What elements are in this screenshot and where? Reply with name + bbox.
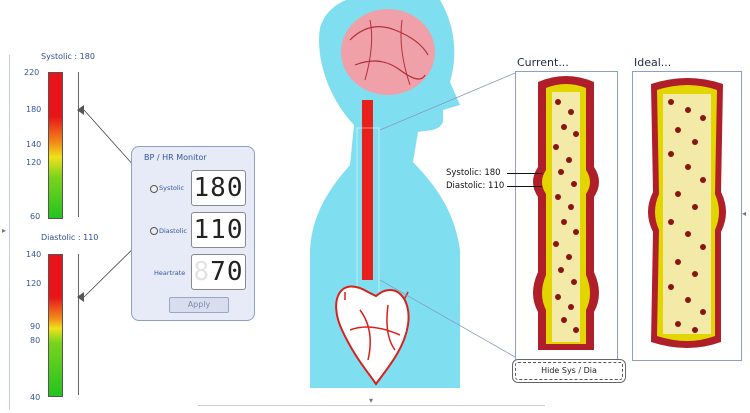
- current-artery-image: [516, 72, 617, 360]
- ideal-artery-panel: [632, 71, 742, 361]
- systolic-annotation: Systolic: 180: [446, 168, 501, 178]
- bottom-expand-arrow-icon[interactable]: ▾: [369, 396, 373, 405]
- current-artery-title: Current...: [517, 56, 569, 69]
- bottom-divider: [198, 405, 545, 406]
- current-artery-panel: [515, 71, 618, 361]
- systolic-marker-line: [507, 173, 542, 174]
- ideal-artery-image: [633, 72, 741, 360]
- ideal-artery-title: Ideal...: [634, 56, 671, 69]
- hide-sys-dia-button[interactable]: Hide Sys / Dia: [515, 362, 623, 380]
- right-expand-arrow-icon[interactable]: ◂: [742, 209, 746, 218]
- diastolic-annotation: Diastolic: 110: [446, 181, 504, 191]
- diastolic-marker-line: [507, 186, 542, 187]
